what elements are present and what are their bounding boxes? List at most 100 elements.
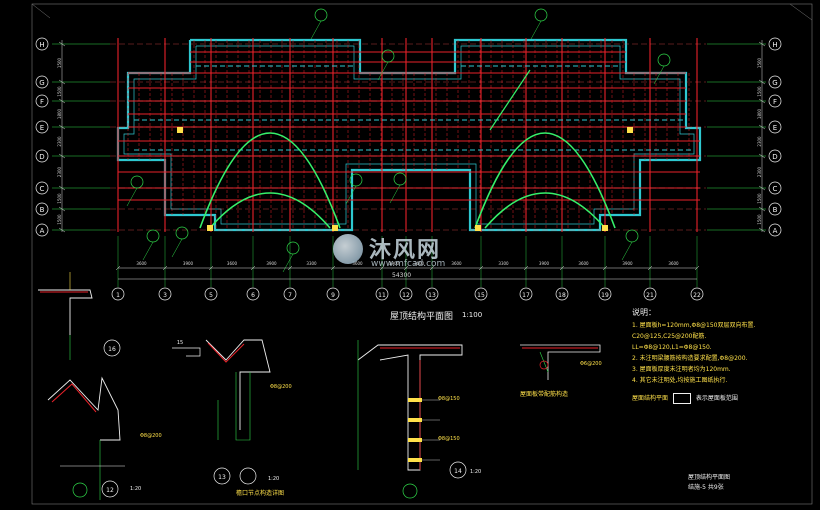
rebar-label: Φ8@200 <box>270 384 292 390</box>
axis-row-label: F <box>773 98 777 106</box>
dim-tick <box>58 206 66 212</box>
dim-tick <box>58 41 66 47</box>
plan-title-text: 屋顶结构平面图 <box>390 312 454 322</box>
plan-scale: 1:100 <box>462 311 483 319</box>
dim-tick <box>250 265 256 271</box>
axis-bubble <box>283 287 297 301</box>
dim-tick <box>330 265 336 271</box>
callout-leader <box>310 20 322 40</box>
axis-bubble <box>425 287 439 301</box>
axis-row-label: G <box>39 79 44 87</box>
axis-bubble <box>768 181 782 195</box>
axis-bubble <box>326 287 340 301</box>
column-mark <box>177 127 183 133</box>
callout-leader <box>530 20 542 40</box>
dim-bottom-value: 3300 <box>498 261 509 266</box>
detail-callout-number: 13 <box>218 474 226 481</box>
dim-bottom-value: 3900 <box>183 261 194 266</box>
axis-bubble <box>35 37 49 51</box>
axis-row-label: E <box>773 124 777 132</box>
axis-row-label: E <box>40 124 44 132</box>
dim-right-value: 1500 <box>757 57 762 68</box>
axis-bubble <box>519 287 533 301</box>
notes-line: 2. 未注明梁腰筋按构造要求配置,Φ8@200. <box>632 355 748 362</box>
axis-bubble <box>643 287 657 301</box>
watermark-url: www.mfcad.com <box>371 259 446 269</box>
dim-left-value: 2300 <box>57 166 62 177</box>
dim-left-value: 1500 <box>57 57 62 68</box>
detail-12-section <box>47 376 121 441</box>
dim-bottom-value: 3600 <box>451 261 462 266</box>
dim-tick <box>208 265 214 271</box>
axis-row-label: B <box>40 206 45 214</box>
watermark-brand: 沐风网 <box>369 238 442 263</box>
dim-tick <box>559 265 565 271</box>
detail-13-rebar <box>207 342 245 363</box>
notes-line: 1. 屋面板h=120mm,Φ8@150双层双向布置. <box>632 322 756 329</box>
detail-scale-label: 1:20 <box>470 469 481 475</box>
axis-bubble <box>158 287 172 301</box>
section-callout-bubble <box>657 53 671 67</box>
dim-tick <box>478 265 484 271</box>
diagonal-beam <box>489 69 531 131</box>
dim-tick <box>115 265 121 271</box>
axis-row-label: G <box>772 79 777 87</box>
section-callout-bubble <box>146 229 160 243</box>
axis-col-label: 15 <box>477 292 485 299</box>
detail-title-14: 檐口节点构造详图 <box>236 490 285 497</box>
notes-line: C20@125,C25@200配筋. <box>632 333 707 340</box>
dim-bottom-value: 3900 <box>539 261 550 266</box>
axis-col-label: 11 <box>378 292 386 299</box>
detail-callout-bubble <box>239 467 257 485</box>
dim-tick <box>429 265 435 271</box>
dim-left-value: 1500 <box>57 86 62 97</box>
axis-col-label: 5 <box>209 292 213 299</box>
notes-line: 3. 屋面板厚度未注明者均为120mm. <box>632 366 731 373</box>
detail-callout-bubble <box>103 339 121 357</box>
dim-tick <box>694 265 700 271</box>
axis-bubble <box>111 287 125 301</box>
dim-tick <box>58 227 66 233</box>
detail-callout-bubble <box>72 482 88 498</box>
section-callout-bubble <box>175 226 189 240</box>
dim-bottom-value: 3900 <box>266 261 277 266</box>
dim-right-value: 2300 <box>757 136 762 147</box>
dim-bottom-value: 3600 <box>136 261 147 266</box>
axis-col-label: 13 <box>428 292 436 299</box>
legend-label: 屋面结构平面 <box>632 395 669 402</box>
detail-callout-bubble <box>449 461 467 479</box>
axis-bubble <box>35 202 49 216</box>
axis-bubble <box>375 287 389 301</box>
axis-bubble <box>35 181 49 195</box>
overall-dimension: 54300 <box>392 272 412 279</box>
callout-leader <box>282 253 294 273</box>
axis-bubble <box>204 287 218 301</box>
callout-leader <box>389 184 401 204</box>
notes-block: 说明： 1. 屋面板h=120mm,Φ8@150双层双向布置. C20@125,… <box>632 307 792 404</box>
section-callout-bubble <box>130 175 144 189</box>
dim-bottom-value: 3600 <box>578 261 589 266</box>
callout-leader <box>171 238 183 258</box>
detail-14-stirrup <box>408 458 422 462</box>
axis-col-label: 3 <box>163 292 167 299</box>
dim-right-value: 1500 <box>757 214 762 225</box>
dim-tick <box>758 227 766 233</box>
axis-col-label: 17 <box>522 292 530 299</box>
dim-tick <box>58 153 66 159</box>
dim-tick <box>758 124 766 130</box>
detail-callout-number: 12 <box>106 487 114 494</box>
detail-13-wall <box>235 372 251 441</box>
axis-row-label: F <box>40 98 44 106</box>
axis-col-label: 9 <box>331 292 335 299</box>
detail-callout-number: 14 <box>454 468 462 475</box>
frame-corner-line <box>789 3 813 21</box>
detail-15-section <box>172 347 201 357</box>
axis-bubble <box>35 223 49 237</box>
dim-tick <box>162 265 168 271</box>
column-mark <box>207 225 213 231</box>
callout-leader <box>653 65 665 85</box>
callout-leader <box>377 61 389 81</box>
detail-16-section <box>38 289 93 335</box>
detail-callout-bubble <box>402 483 418 499</box>
